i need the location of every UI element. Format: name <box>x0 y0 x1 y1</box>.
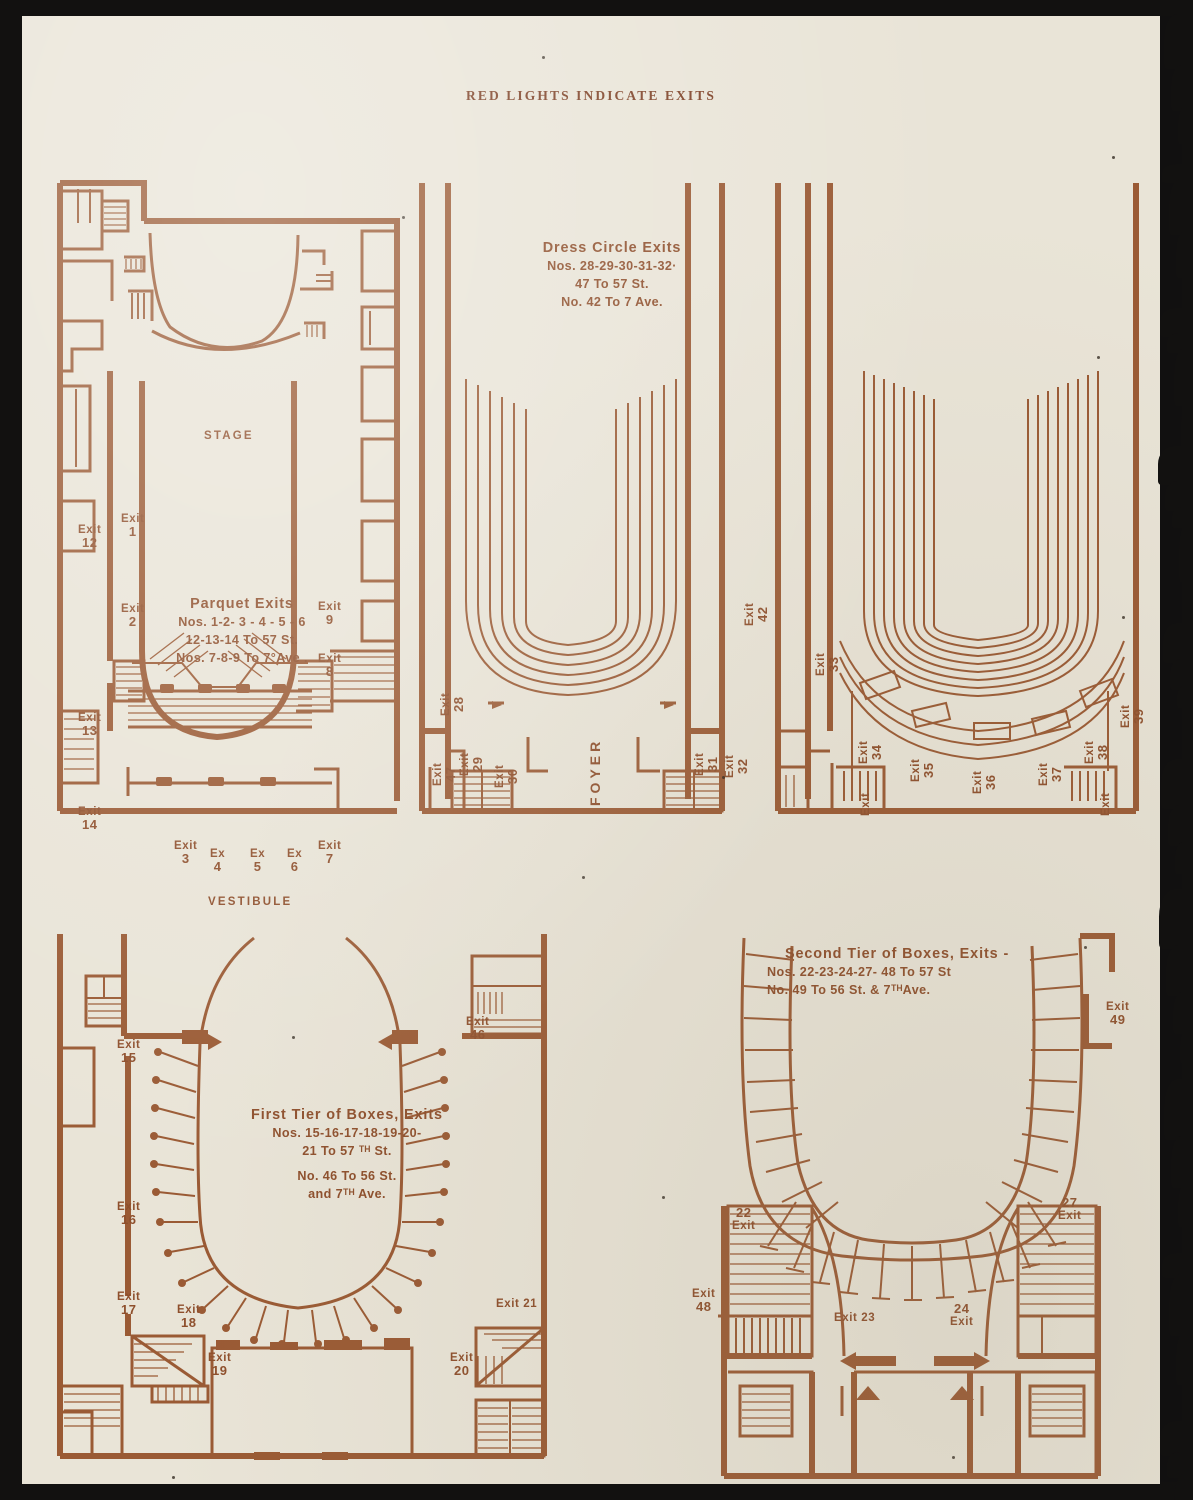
vestibule-label: VESTIBULE <box>208 896 293 908</box>
paper-speck <box>292 1036 295 1039</box>
second-tier-legend-line-2: No. 49 To 56 St. & 7ᵀᴴAve. <box>767 983 931 998</box>
first-tier-legend-line-2: 21 To 57 ᵀᴴ St. <box>302 1144 392 1159</box>
second-tier-legend-line-1: Nos. 22-23-24-27- 48 To 57 St <box>767 965 952 980</box>
second-tier-legend-heading: Second Tier of Boxes, Exits - <box>785 946 1010 962</box>
paper-speck <box>952 1456 955 1459</box>
paper-speck <box>542 56 545 59</box>
first-tier-legend-line-3: No. 46 To 56 St. <box>297 1169 397 1184</box>
first-tier-plan-drawing <box>57 934 547 1460</box>
dress-circle-legend: Dress Circle Exits Nos. 28-29-30-31-32· … <box>477 238 747 312</box>
torn-paper-edge <box>1151 0 1193 1500</box>
page-title: RED LIGHTS INDICATE EXITS <box>466 88 716 103</box>
first-tier-legend-heading: First Tier of Boxes, Exits <box>251 1107 443 1123</box>
first-tier-legend-line-4: and 7ᵀᴴ Ave. <box>308 1187 386 1202</box>
scan-border-top <box>0 0 1193 16</box>
paper-speck <box>402 216 405 219</box>
parquet-legend: Parquet Exits Nos. 1-2- 3 - 4 - 5 - 6 12… <box>152 594 332 668</box>
scan-border-bottom <box>0 1482 1193 1500</box>
exit-label-21: Exit 21 <box>496 1298 538 1310</box>
paper-sheet: RED LIGHTS INDICATE EXITS <box>22 16 1160 1484</box>
dress-circle-legend-heading: Dress Circle Exits <box>542 240 682 256</box>
paper-speck <box>722 776 725 779</box>
exit-label-23: Exit 23 <box>834 1312 876 1324</box>
exit-label-balcony-right: Exit <box>1100 792 1112 817</box>
dress-circle-legend-line-2: 47 To 57 St. <box>575 277 649 292</box>
paper-speck <box>1112 156 1115 159</box>
first-tier-legend: First Tier of Boxes, Exits Nos. 15-16-17… <box>217 1105 477 1204</box>
paper-speck <box>1084 946 1087 949</box>
parquet-legend-line-3: Nos. 7-8-9 To 7°Ave . <box>176 651 308 666</box>
parquet-legend-heading: Parquet Exits <box>190 596 294 612</box>
balcony-plan-drawing <box>775 183 1139 814</box>
scan-border-left <box>0 0 22 1500</box>
first-tier-legend-line-1: Nos. 15-16-17-18-19-20- <box>272 1126 422 1141</box>
stage-label: STAGE <box>204 430 254 442</box>
paper-speck <box>172 1476 175 1479</box>
second-tier-legend: Second Tier of Boxes, Exits - Nos. 22-23… <box>767 944 1057 1000</box>
paper-speck <box>1122 616 1125 619</box>
scan-border-right <box>1182 0 1193 1500</box>
dress-circle-plan-drawing <box>419 183 725 814</box>
paper-speck <box>582 876 585 879</box>
paper-speck <box>662 1196 665 1199</box>
second-tier-plan-drawing <box>718 933 1115 1479</box>
foyer-label: FOYER <box>587 737 603 806</box>
dress-circle-legend-line-1: Nos. 28-29-30-31-32· <box>547 259 677 274</box>
paper-speck <box>1097 356 1100 359</box>
parquet-plan-drawing <box>57 180 400 814</box>
parquet-legend-line-2: 12-13-14 To 57 St. <box>185 633 299 648</box>
exit-label-balcony-left: Exit <box>860 792 872 817</box>
dress-circle-legend-line-3: No. 42 To 7 Ave. <box>561 295 663 310</box>
parquet-legend-line-1: Nos. 1-2- 3 - 4 - 5 - 6 <box>178 615 306 630</box>
